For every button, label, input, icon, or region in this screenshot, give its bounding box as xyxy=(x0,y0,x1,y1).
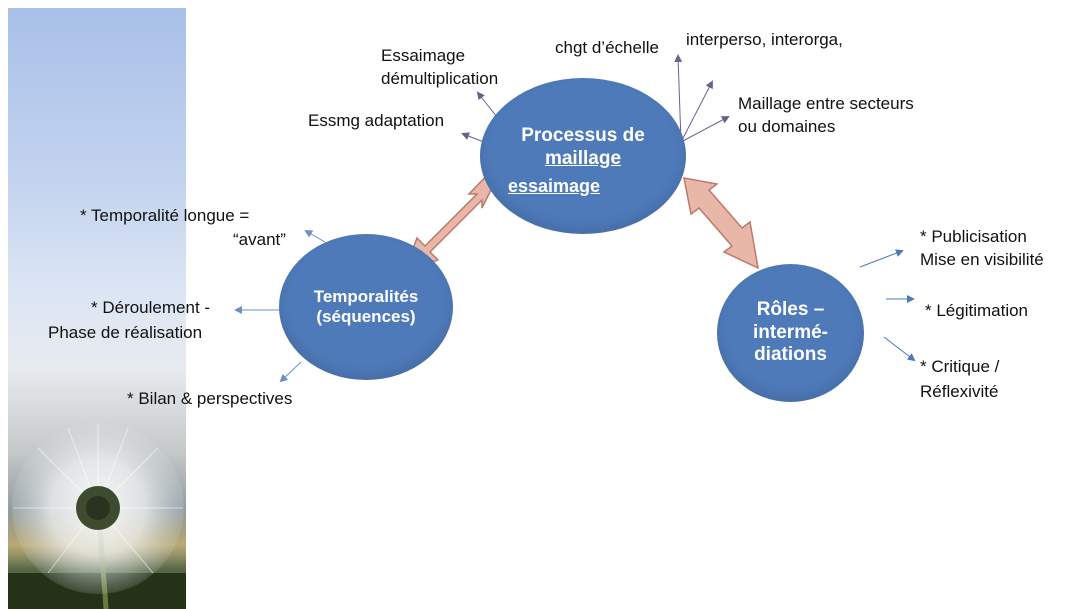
node-processus-line1: Processus de xyxy=(521,125,645,147)
label-demultiplication: démultiplication xyxy=(381,69,499,88)
connector-bilan xyxy=(279,361,302,383)
node-temporalites: Temporalités (séquences) xyxy=(279,234,453,380)
node-processus-line3: essaimage xyxy=(508,176,601,196)
node-temporalites-line2: (séquences) xyxy=(316,307,416,326)
node-roles-line3: diations xyxy=(754,344,827,366)
label-essmg-adaptation: Essmg adaptation xyxy=(308,111,445,130)
node-temporalites-line1: Temporalités xyxy=(313,286,419,306)
connector-interperso xyxy=(680,80,713,143)
connector-critique xyxy=(883,336,916,362)
connector-chgt-echelle xyxy=(674,54,683,143)
label-publicisation: * Publicisation xyxy=(920,227,1027,246)
label-maillage-secteurs: Maillage entre secteurs xyxy=(738,94,914,113)
label-chgt-echelle: chgt d’échelle xyxy=(555,38,659,57)
label-critique: * Critique / xyxy=(920,357,1000,376)
label-avant: “avant” xyxy=(233,230,286,249)
label-essaimage: Essaimage xyxy=(381,46,466,65)
node-processus-maillage: Processus de maillage essaimage xyxy=(480,78,686,234)
label-bilan: * Bilan & perspectives xyxy=(127,389,293,408)
connector-publicisation xyxy=(859,249,904,268)
connector-temporalite-longue xyxy=(304,229,326,243)
connector-maillage-secteurs xyxy=(680,116,730,143)
label-mise-en-visibilite: Mise en visibilité xyxy=(920,250,1044,269)
double-arrow-processus-roles xyxy=(683,177,759,270)
node-processus-line2: maillage xyxy=(544,148,622,169)
node-roles-line2: intermé- xyxy=(753,321,828,343)
double-arrow-right xyxy=(683,177,759,270)
label-temporalite-longue: * Temporalité longue = xyxy=(80,206,250,225)
label-interperso: interperso, interorga, xyxy=(686,30,843,49)
label-legitimation: * Légitimation xyxy=(925,301,1029,320)
node-roles-line1: Rôles – xyxy=(756,298,825,320)
dandelion-illustration xyxy=(8,422,186,609)
label-deroulement: * Déroulement - xyxy=(91,298,211,317)
label-ou-domaines: ou domaines xyxy=(738,117,836,136)
label-phase-realisation: Phase de réalisation xyxy=(48,323,203,342)
label-reflexivite: Réflexivité xyxy=(920,382,999,401)
node-roles-intermediations: Rôles – intermé- diations xyxy=(717,264,864,402)
dandelion-image xyxy=(8,8,186,609)
